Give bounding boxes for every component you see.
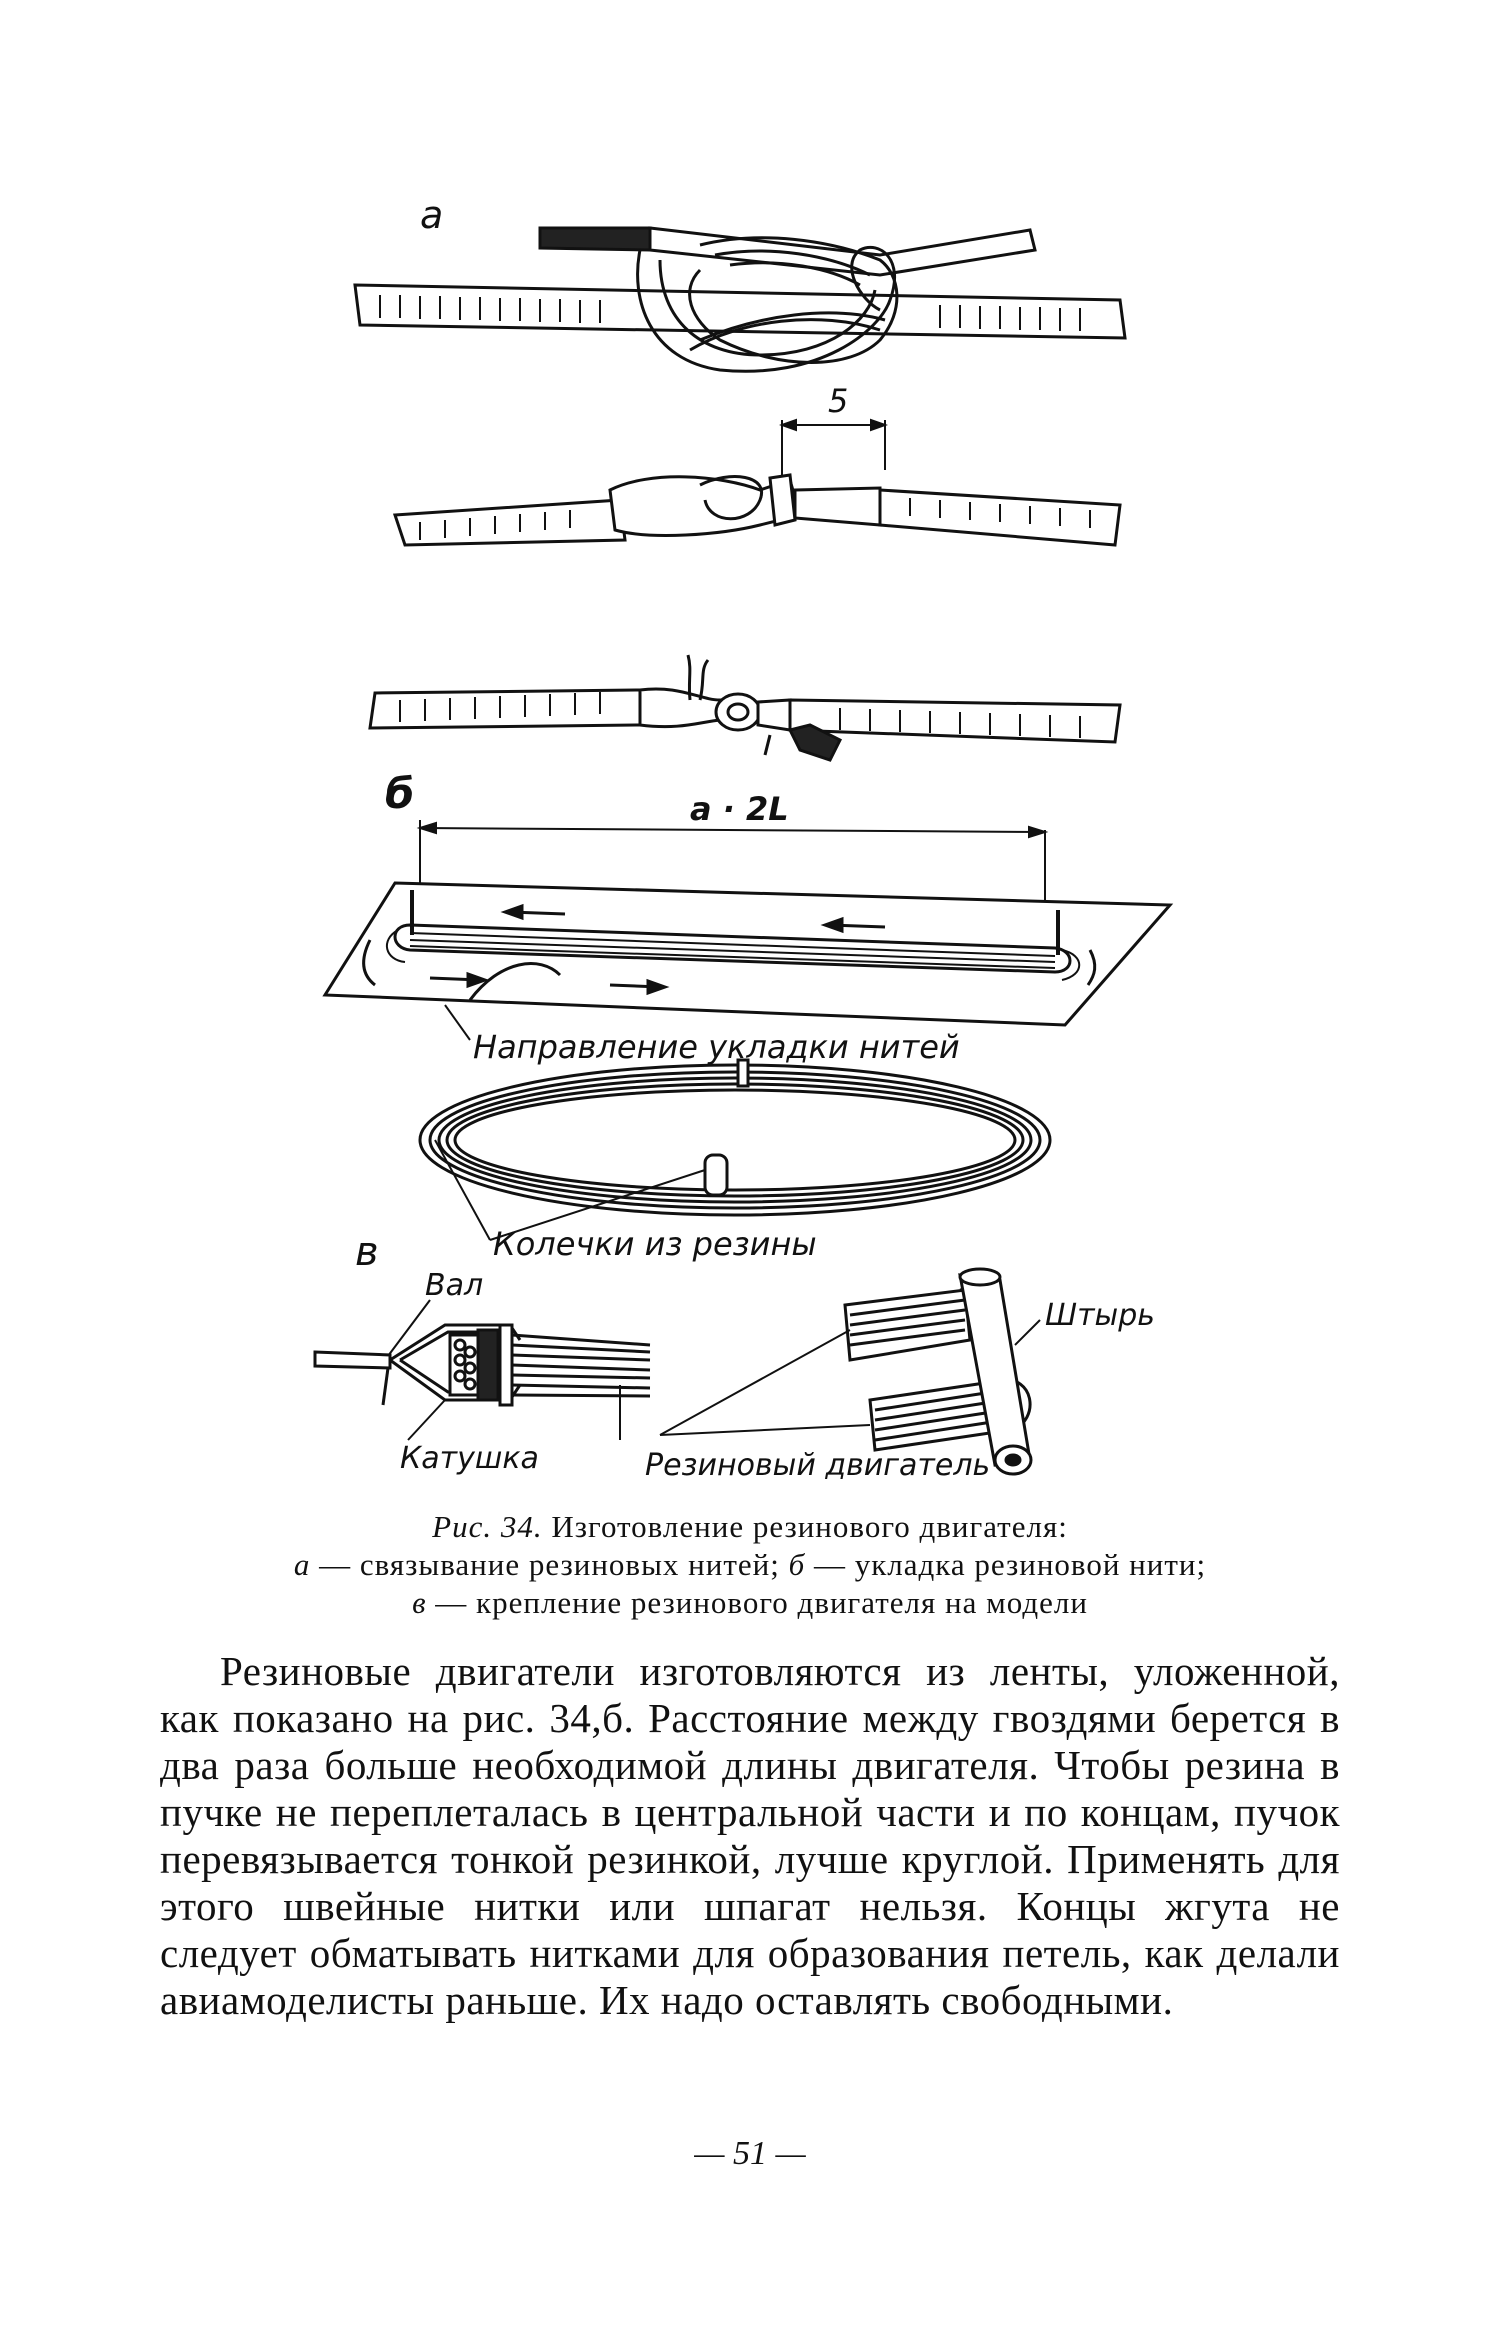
- caption-text-b: — укладка резиновой нити;: [813, 1547, 1207, 1582]
- page-number: — 51 —: [694, 2135, 806, 2172]
- figure-label-a: а: [420, 193, 443, 237]
- dimension-a2l-label: а · 2L: [690, 790, 789, 828]
- spool-assembly-drawing: [313, 1299, 651, 1441]
- dimension-5-label: 5: [828, 382, 848, 420]
- winding-board-drawing: [322, 881, 1174, 1041]
- pin-assembly-drawing: [659, 1267, 1041, 1476]
- figure-caption: Рис. 34. Изготовление резинового двигате…: [150, 1508, 1350, 1622]
- rings-label: Колечки из резины: [493, 1225, 817, 1263]
- caption-text-v: — крепление резинового двигателя на моде…: [435, 1585, 1088, 1620]
- rubber-knot-drawing: [353, 226, 1127, 373]
- caption-title: Изготовление резинового двигателя:: [551, 1509, 1068, 1544]
- wrapped-strip-drawing: [368, 654, 1122, 762]
- motor-label: Резиновый двигатель: [645, 1448, 990, 1483]
- figure-label-b: б: [385, 769, 414, 818]
- spool-label: Катушка: [400, 1441, 539, 1476]
- direction-label: Направление укладки нитей: [473, 1028, 960, 1066]
- figure-label-v: в: [355, 1229, 379, 1275]
- caption-marker-b: б: [788, 1547, 806, 1582]
- caption-marker-a: а: [293, 1547, 311, 1582]
- rubber-coil-drawing: [418, 1058, 1052, 1241]
- pin-label: Штырь: [1045, 1298, 1155, 1333]
- body-paragraph: Резиновые двигатели изготовляются из лен…: [160, 1648, 1340, 2023]
- figure-34: а: [313, 193, 1174, 1483]
- tied-strip-drawing: [392, 473, 1122, 547]
- caption-line-1: Рис. 34. Изготовление резинового двигате…: [150, 1508, 1350, 1546]
- shaft-label: Вал: [425, 1268, 483, 1303]
- caption-line-3: в — крепление резинового двигателя на мо…: [150, 1584, 1350, 1622]
- caption-figure-number: Рис. 34.: [432, 1509, 543, 1544]
- caption-text-a: — связывание резиновых нитей;: [319, 1547, 780, 1582]
- caption-marker-v: в: [412, 1585, 427, 1620]
- caption-line-2: а — связывание резиновых нитей; б — укла…: [150, 1546, 1350, 1584]
- dimension-5: [779, 418, 888, 480]
